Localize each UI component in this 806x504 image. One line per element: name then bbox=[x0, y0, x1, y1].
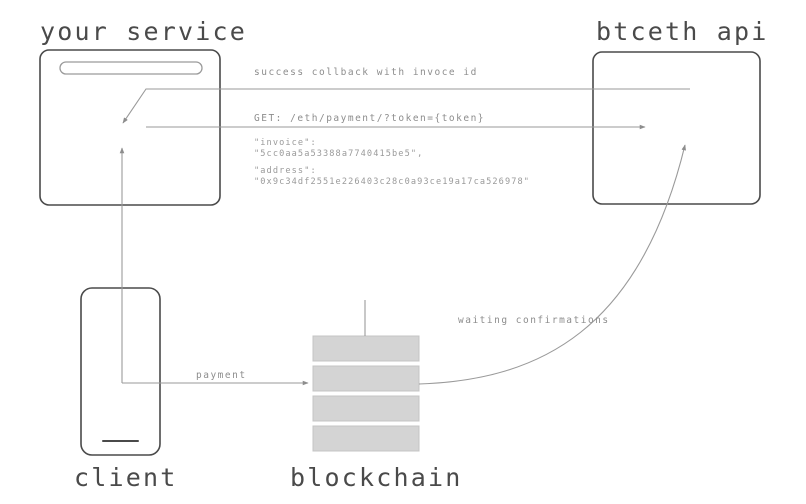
page-title-client: client bbox=[74, 463, 178, 492]
client-phone bbox=[80, 287, 161, 456]
blockchain-block bbox=[312, 395, 420, 422]
blockchain-blocks bbox=[312, 335, 420, 452]
label-payment: payment bbox=[196, 370, 247, 381]
blockchain-block bbox=[312, 425, 420, 452]
btceth-api-window bbox=[592, 51, 761, 205]
browser-address-bar bbox=[59, 61, 203, 75]
label-address-key: "address": bbox=[254, 166, 317, 176]
page-title-btceth-api: btceth api bbox=[596, 17, 769, 46]
page-title-your-service: your service bbox=[40, 17, 248, 46]
label-address-value: "0x9c34df2551e226403c28c0a93ce19a17ca526… bbox=[254, 177, 531, 187]
blockchain-block bbox=[312, 335, 420, 362]
label-waiting-confirmations: waiting confirmations bbox=[458, 315, 610, 326]
connector-waiting-confirmations bbox=[418, 144, 686, 385]
page-title-blockchain: blockchain bbox=[290, 463, 463, 492]
label-invoice-value: "5cc0aa5a53388a7740415be5", bbox=[254, 149, 424, 159]
label-get-request: GET: /eth/payment/?token={token} bbox=[254, 113, 486, 124]
blockchain-block bbox=[312, 365, 420, 392]
connector-success-callback bbox=[122, 88, 690, 124]
label-success-callback: success collback with invoce id bbox=[254, 67, 478, 78]
label-invoice-key: "invoice": bbox=[254, 138, 317, 148]
